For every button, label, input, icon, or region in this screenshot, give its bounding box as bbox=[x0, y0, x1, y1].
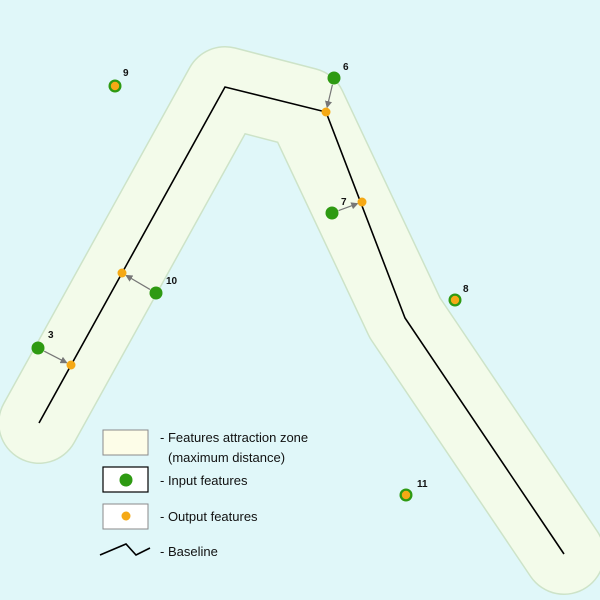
legend: - Features attraction zone (maximum dist… bbox=[99, 429, 308, 559]
legend-zone-swatch bbox=[102, 429, 149, 456]
input-feature-marker bbox=[149, 286, 163, 300]
legend-baseline-symbol bbox=[99, 543, 151, 556]
legend-output-symbol bbox=[121, 511, 131, 521]
output-feature-marker bbox=[66, 360, 76, 370]
legend-output-label: - Output features bbox=[160, 509, 258, 524]
point-label: 8 bbox=[463, 284, 469, 295]
legend-zone-sublabel: (maximum distance) bbox=[168, 450, 285, 465]
point-7: 7 bbox=[325, 197, 367, 220]
legend-zone-label: - Features attraction zone bbox=[160, 430, 308, 445]
point-10: 10 bbox=[117, 268, 178, 300]
point-label: 9 bbox=[123, 68, 129, 79]
points-layer: 3 10 6 7 9 8 11 bbox=[31, 62, 469, 502]
displacement-arrow bbox=[325, 84, 333, 109]
output-feature-marker bbox=[110, 81, 120, 91]
point-3: 3 bbox=[31, 330, 76, 370]
output-feature-marker bbox=[321, 107, 331, 117]
legend-output-swatch bbox=[102, 503, 149, 530]
output-feature-marker bbox=[450, 295, 460, 305]
point-label: 3 bbox=[48, 330, 54, 341]
input-feature-marker bbox=[327, 71, 341, 85]
output-feature-marker bbox=[357, 197, 367, 207]
input-feature-marker bbox=[31, 341, 45, 355]
legend-input-label: - Input features bbox=[160, 473, 248, 488]
point-label: 7 bbox=[341, 197, 347, 208]
output-feature-marker bbox=[401, 490, 411, 500]
displacement-arrow bbox=[338, 202, 359, 212]
legend-baseline-label: - Baseline bbox=[160, 544, 218, 559]
output-feature-marker bbox=[117, 268, 127, 278]
displacement-arrow bbox=[125, 274, 151, 290]
point-9: 9 bbox=[108, 68, 129, 93]
point-6: 6 bbox=[321, 62, 349, 117]
point-8: 8 bbox=[448, 284, 469, 307]
displacement-arrow bbox=[43, 350, 68, 364]
point-11: 11 bbox=[399, 479, 428, 502]
legend-input-symbol bbox=[119, 473, 133, 487]
legend-input-swatch bbox=[102, 466, 149, 493]
point-label: 6 bbox=[343, 62, 349, 73]
point-label: 10 bbox=[166, 276, 178, 287]
input-feature-marker bbox=[325, 206, 339, 220]
point-label: 11 bbox=[417, 479, 428, 490]
